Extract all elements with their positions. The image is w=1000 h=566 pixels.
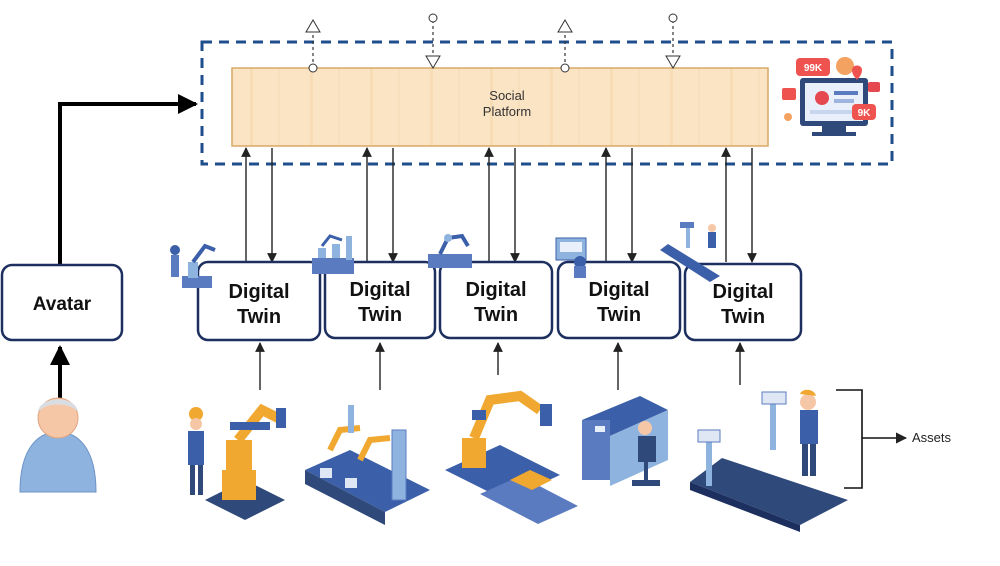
digital-twin-label-2: Twin xyxy=(358,304,402,326)
digital-twin-label-2: Twin xyxy=(474,304,518,326)
user-avatar-icon xyxy=(19,397,97,493)
digital-twin-box xyxy=(323,260,437,340)
platform-twin-links xyxy=(241,147,757,263)
digital-twin-label-2: Twin xyxy=(237,306,281,328)
digital-twin-3[interactable]: Digital Twin xyxy=(438,260,554,340)
digital-twin-4[interactable]: Digital Twin xyxy=(556,260,682,340)
digital-twin-label-2: Twin xyxy=(597,304,641,326)
digital-twin-label-1: Digital xyxy=(228,281,289,303)
digital-twin-1[interactable]: Digital Twin xyxy=(196,260,322,342)
digital-twin-box xyxy=(556,260,682,340)
likes-badge: 99K xyxy=(804,63,823,74)
down-triangle-icon xyxy=(425,55,441,69)
digital-twin-box xyxy=(438,260,554,340)
assembly-line-icon xyxy=(312,234,354,274)
social-platform[interactable]: Social Platform xyxy=(231,67,769,147)
digital-twin-label-1: Digital xyxy=(465,279,526,301)
social-platform-label-2: Platform xyxy=(483,104,531,119)
digital-twin-2[interactable]: Digital Twin xyxy=(323,260,437,340)
digital-twin-label-2: Twin xyxy=(721,306,765,328)
avatar[interactable]: Avatar xyxy=(0,263,124,342)
avatar-label: Avatar xyxy=(33,294,92,315)
robot-arm-icon xyxy=(428,233,472,268)
digital-twin-box xyxy=(196,260,322,342)
robot-arm-icon xyxy=(170,243,216,288)
social-platform-container xyxy=(200,40,894,166)
digital-twin-label-1: Digital xyxy=(349,279,410,301)
asset-control-desk xyxy=(582,396,668,486)
social-media-icon: 99K 9K xyxy=(782,57,880,136)
digital-twin-label-1: Digital xyxy=(712,281,773,303)
asset-conveyor xyxy=(690,389,848,532)
asset-robot-arm xyxy=(188,403,286,520)
assets-label: Assets xyxy=(912,430,952,445)
up-triangle-icon xyxy=(305,19,321,33)
asset-assembly-line xyxy=(305,405,430,525)
digital-twin-box xyxy=(683,262,803,342)
shares-badge: 9K xyxy=(858,108,872,119)
social-platform-box xyxy=(231,67,769,147)
control-desk-icon xyxy=(555,237,587,278)
avatar-box xyxy=(0,263,124,342)
digital-twin-label-1: Digital xyxy=(588,279,649,301)
social-platform-label-1: Social xyxy=(489,88,525,103)
conveyor-icon xyxy=(660,222,720,282)
assets-bracket: Assets xyxy=(836,389,952,489)
asset-twin-links xyxy=(255,342,745,390)
digital-twin-5[interactable]: Digital Twin xyxy=(683,262,803,342)
external-connectors xyxy=(305,13,681,73)
asset-robot-cell xyxy=(445,390,578,524)
up-triangle-icon xyxy=(557,19,573,33)
avatar-to-platform-connector xyxy=(58,94,198,264)
down-triangle-icon xyxy=(665,55,681,69)
